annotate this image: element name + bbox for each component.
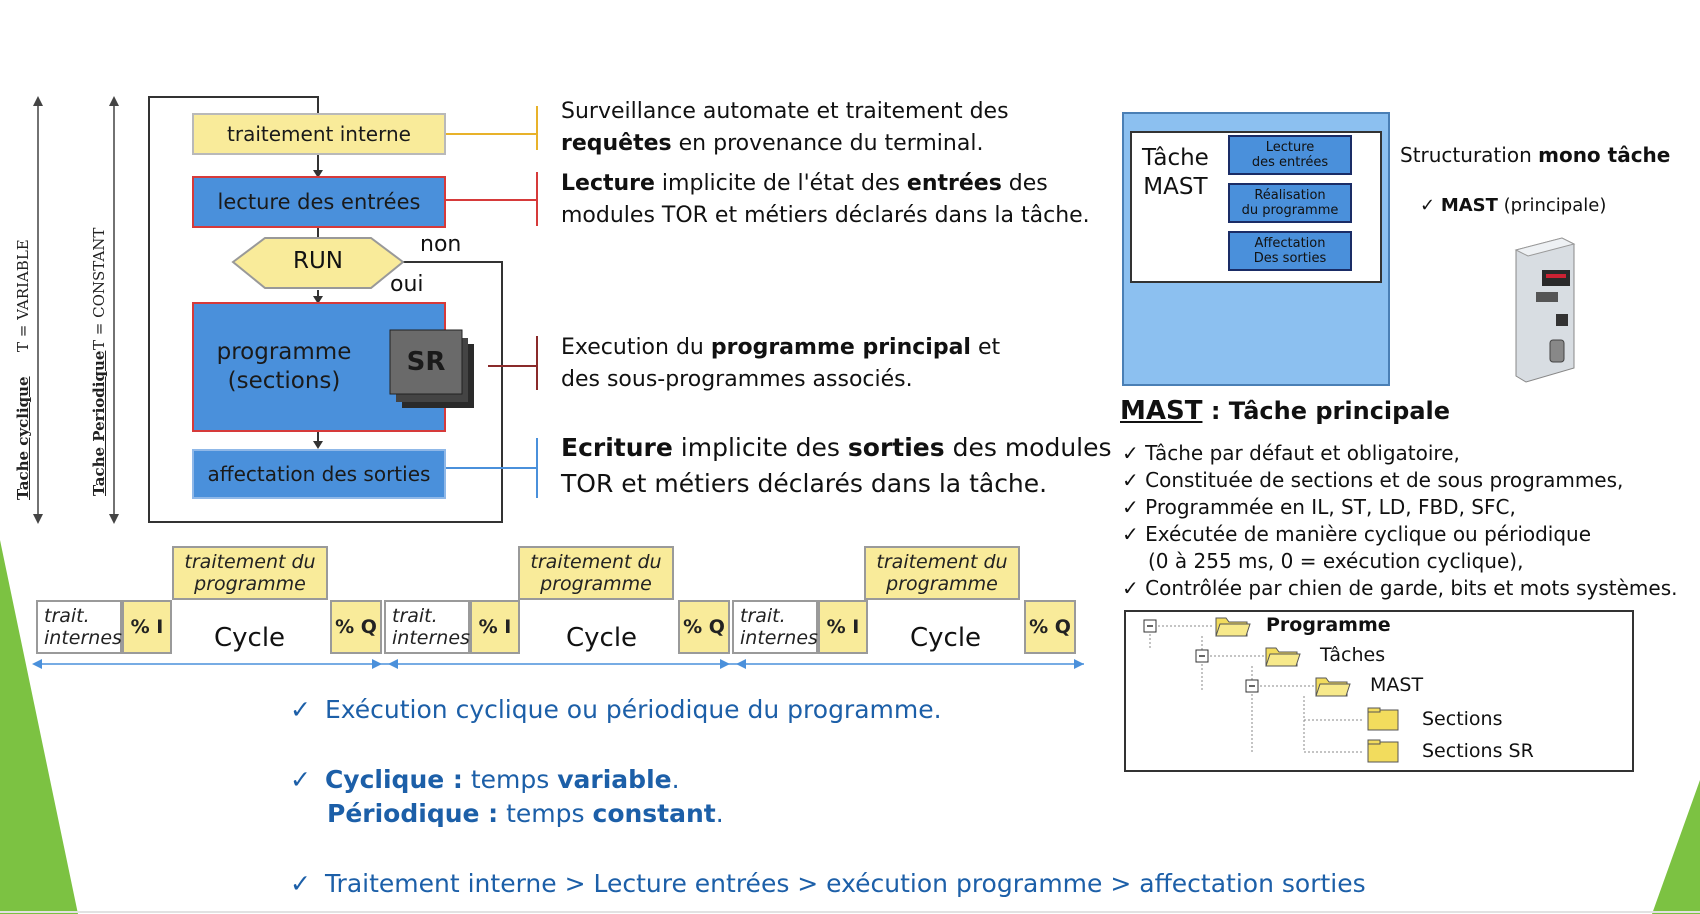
timeline-pct-i-1: % I xyxy=(122,600,172,654)
check-icon: ✓ xyxy=(290,765,311,794)
desc-execution: Execution du programme principal et des … xyxy=(561,332,1000,396)
green-triangle-left xyxy=(0,540,78,914)
bullet-cyclique: ✓Cyclique : temps variable. xyxy=(290,765,680,794)
programme-label: programme xyxy=(216,339,352,365)
check-icon: ✓ xyxy=(290,869,311,898)
timeline-trait-internes-2: trait.internes xyxy=(384,600,470,654)
timeline-pct-i-2: % I xyxy=(470,600,520,654)
timeline-pct-i-3: % I xyxy=(818,600,868,654)
affectation-sorties-box: affectation des sorties xyxy=(192,449,446,499)
plc-module-icon xyxy=(1514,237,1576,383)
sections-label: (sections) xyxy=(227,368,341,394)
folder-icon xyxy=(1367,739,1399,763)
check-icon: ✓ xyxy=(1122,576,1139,600)
lecture-entrees-box: lecture des entrées xyxy=(192,176,446,228)
desc-lecture-line2: modules TOR et métiers déclarés dans la … xyxy=(561,203,1090,228)
timeline-trait-internes-3: trait.internes xyxy=(732,600,818,654)
oui-label: oui xyxy=(390,272,424,297)
sr-label: SR xyxy=(406,347,446,377)
tree-mast[interactable]: MAST xyxy=(1370,674,1424,696)
desc-lecture: Lecture implicite de l'état des entrées … xyxy=(561,168,1090,232)
tree-programme[interactable]: Programme xyxy=(1266,614,1391,636)
folder-icon xyxy=(1367,707,1399,731)
mast-info-item: ✓ Programmée en IL, ST, LD, FBD, SFC, xyxy=(1122,495,1516,519)
desc-surveillance: Surveillance automate et traitement des … xyxy=(561,96,1009,160)
mast-principale-label: ✓ MAST (principale) xyxy=(1420,195,1607,216)
check-icon: ✓ xyxy=(1122,495,1139,519)
bullet-periodique: Périodique : temps constant. xyxy=(327,799,724,828)
check-icon: ✓ xyxy=(290,695,311,724)
timeline-trait-internes-1: trait.internes xyxy=(36,600,122,654)
check-icon: ✓ xyxy=(1420,195,1436,216)
mast-info-title: MAST : Tâche principale xyxy=(1120,396,1451,426)
desc-surveillance-line1: Surveillance automate et traitement des xyxy=(561,99,1009,124)
timeline-pct-q-3: % Q xyxy=(1024,600,1076,654)
check-icon: ✓ xyxy=(1122,522,1139,546)
tree-taches[interactable]: Tâches xyxy=(1320,644,1386,666)
check-icon: ✓ xyxy=(1122,468,1139,492)
green-triangle-right xyxy=(1652,780,1700,914)
run-label: RUN xyxy=(292,248,344,274)
desc-execution-line2: des sous-programmes associés. xyxy=(561,367,913,392)
mast-info-item: ✓ Constituée de sections et de sous prog… xyxy=(1122,468,1624,492)
bullet-sequence: ✓Traitement interne > Lecture entrées > … xyxy=(290,869,1366,898)
non-label: non xyxy=(420,232,462,257)
timeline-cycle-1: Cycle xyxy=(214,623,286,653)
desc-ecriture-line2: TOR et métiers déclarés dans la tâche. xyxy=(561,469,1048,498)
mast-info-list: ✓ Tâche par défaut et obligatoire, ✓ Con… xyxy=(1122,440,1677,602)
desc-surveillance-line2: requêtes en provenance du terminal. xyxy=(561,131,984,156)
timeline-cycle-2: Cycle xyxy=(566,623,638,653)
folder-icon xyxy=(1315,677,1351,697)
tree-sections-sr[interactable]: Sections SR xyxy=(1422,740,1534,762)
timeline-pct-q-2: % Q xyxy=(678,600,730,654)
timeline-pct-q-1: % Q xyxy=(330,600,382,654)
timeline-cycle-3: Cycle xyxy=(910,623,982,653)
bullet-execution: ✓Exécution cyclique ou périodique du pro… xyxy=(290,695,942,724)
mast-info-item: (0 à 255 ms, 0 = exécution cyclique), xyxy=(1148,549,1524,573)
mast-info-item: ✓ Exécutée de manière cyclique ou périod… xyxy=(1122,522,1592,546)
check-icon: ✓ xyxy=(1122,441,1139,465)
desc-ecriture-line1: Ecriture implicite des sorties des modul… xyxy=(561,433,1112,462)
desc-lecture-line1: Lecture implicite de l'état des entrées … xyxy=(561,171,1048,196)
structuration-label: Structuration mono tâche xyxy=(1400,143,1671,167)
sr-stack-overlay xyxy=(389,329,474,408)
tree-sections[interactable]: Sections xyxy=(1422,708,1503,730)
traitement-interne-box: traitement interne xyxy=(192,113,446,155)
folder-icon xyxy=(1265,647,1301,667)
mast-info-item: ✓ Contrôlée par chien de garde, bits et … xyxy=(1122,576,1678,600)
desc-execution-line1: Execution du programme principal et xyxy=(561,335,1001,360)
run-decision-shape xyxy=(231,237,405,289)
folder-icon xyxy=(1215,617,1251,637)
mast-info-item: ✓ Tâche par défaut et obligatoire, xyxy=(1122,441,1460,465)
desc-ecriture: Ecriture implicite des sorties des modul… xyxy=(561,430,1112,502)
tree-lines xyxy=(1143,617,1399,763)
